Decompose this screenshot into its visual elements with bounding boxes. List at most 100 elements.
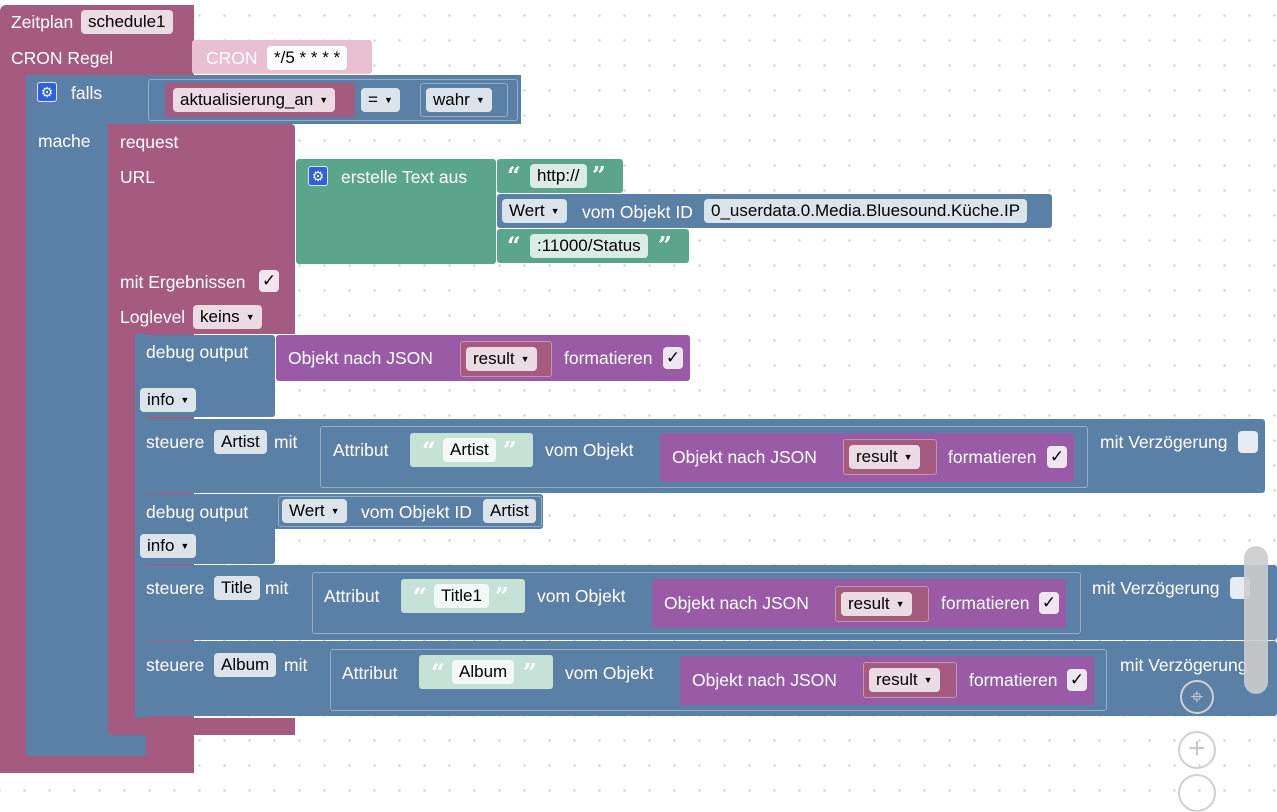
result-variable: result	[856, 447, 898, 466]
control-with-label: mit	[274, 432, 298, 452]
schedule-name-field[interactable]: schedule1	[81, 10, 173, 34]
chevron-down-icon: ▼	[383, 95, 393, 105]
format-label: formatieren	[564, 348, 653, 368]
quote-close-icon: ”	[658, 231, 672, 260]
from-object-label: vom Objekt	[545, 440, 634, 460]
value-type-dropdown[interactable]: Wert ▼	[282, 499, 347, 523]
quote-close-icon: ”	[592, 161, 606, 190]
control-target-field[interactable]: Album	[214, 653, 277, 677]
attribute-label: Attribut	[333, 440, 389, 460]
chevron-down-icon: ▼	[475, 95, 485, 105]
chevron-down-icon: ▼	[903, 452, 913, 462]
control-label: steuere	[146, 578, 205, 598]
format-label: formatieren	[941, 593, 1030, 613]
debug-output-label: debug output	[146, 342, 249, 362]
format-checkbox[interactable]: ✓	[1047, 446, 1067, 468]
format-label: formatieren	[969, 670, 1058, 690]
schedule-block-cron-row	[0, 40, 194, 76]
recenter-icon[interactable]: ⌖	[1180, 680, 1214, 714]
loglevel-dropdown[interactable]: keins ▼	[193, 305, 262, 329]
vertical-scrollbar[interactable]	[1244, 546, 1268, 694]
debug-level-dropdown[interactable]: info▼	[140, 534, 197, 558]
value-type-dropdown[interactable]: Wert ▼	[502, 199, 567, 223]
from-object-id-label: vom Objekt ID	[361, 502, 472, 522]
attribute-value-field[interactable]: Title1	[434, 584, 489, 608]
result-dropdown[interactable]: result ▼	[466, 347, 537, 371]
loglevel-label: Loglevel	[120, 307, 186, 327]
result-dropdown[interactable]: result ▼	[849, 445, 920, 469]
chevron-down-icon: ▼	[520, 354, 530, 364]
json-label: Objekt nach JSON	[672, 447, 817, 467]
object-id-field[interactable]: 0_userdata.0.Media.Bluesound.Küche.IP	[704, 199, 1028, 223]
chevron-down-icon: ▼	[330, 506, 340, 516]
schedule-title: Zeitplan	[11, 12, 74, 32]
from-object-label: vom Objekt	[537, 586, 626, 606]
control-with-label: mit	[284, 655, 308, 675]
format-checkbox[interactable]: ✓	[663, 347, 683, 369]
quote-open-icon: “	[431, 658, 445, 687]
format-label: formatieren	[948, 447, 1037, 467]
result-variable: result	[876, 670, 918, 689]
format-checkbox[interactable]: ✓	[1067, 669, 1087, 691]
loglevel-value: keins	[200, 307, 240, 326]
gear-icon[interactable]: ⚙	[308, 166, 328, 186]
quote-open-icon: “	[413, 582, 427, 611]
zoom-in-icon[interactable]: +	[1178, 731, 1216, 769]
cron-value-field[interactable]: */5 * * * *	[267, 46, 348, 70]
from-object-id-label: vom Objekt ID	[582, 202, 693, 222]
gear-icon[interactable]: ⚙	[37, 82, 57, 102]
chevron-down-icon: ▼	[180, 541, 190, 551]
request-block-footer	[108, 718, 295, 735]
quote-open-icon: “	[507, 231, 521, 260]
operator-value: =	[368, 90, 378, 109]
with-results-checkbox[interactable]: ✓	[259, 270, 279, 292]
cron-block-label: CRON	[206, 48, 258, 68]
request-block[interactable]	[108, 124, 295, 334]
if-label: falls	[71, 83, 103, 103]
value-type: Wert	[509, 201, 545, 220]
control-target-field[interactable]: Artist	[214, 430, 267, 454]
chevron-down-icon: ▼	[319, 95, 329, 105]
quote-close-icon: ”	[523, 658, 537, 687]
chevron-down-icon: ▼	[245, 312, 255, 322]
result-variable: result	[473, 349, 515, 368]
text-join-label: erstelle Text aus	[341, 167, 468, 187]
delay-checkbox[interactable]	[1238, 431, 1258, 453]
zoom-out-icon[interactable]	[1178, 774, 1216, 812]
quote-open-icon: “	[422, 436, 436, 465]
result-dropdown[interactable]: result ▼	[841, 592, 912, 616]
schedule-block-footer	[0, 758, 194, 773]
from-object-label: vom Objekt	[565, 663, 654, 683]
boolean-dropdown[interactable]: wahr▼	[426, 88, 492, 112]
debug-level-dropdown[interactable]: info▼	[140, 388, 197, 412]
cron-rule-label: CRON Regel	[11, 48, 114, 68]
operator-dropdown[interactable]: =▼	[361, 88, 400, 112]
request-block-body	[108, 124, 135, 734]
result-dropdown[interactable]: result ▼	[869, 668, 940, 692]
attribute-value-field[interactable]: Album	[452, 660, 515, 684]
control-label: steuere	[146, 432, 205, 452]
chevron-down-icon: ▼	[923, 675, 933, 685]
result-variable: result	[848, 594, 890, 613]
control-target-field[interactable]: Title	[214, 576, 260, 600]
object-id-field[interactable]: Artist	[483, 499, 536, 523]
chevron-down-icon: ▼	[895, 599, 905, 609]
control-with-label: mit	[265, 578, 289, 598]
text-join-block[interactable]	[296, 159, 496, 264]
request-title: request	[120, 132, 179, 152]
attribute-value-field[interactable]: Artist	[443, 438, 496, 462]
chevron-down-icon: ▼	[180, 395, 190, 405]
with-results-label: mit Ergebnissen	[120, 272, 246, 292]
chevron-down-icon: ▼	[550, 206, 560, 216]
do-label: mache	[38, 131, 91, 151]
variable-dropdown[interactable]: aktualisierung_an▼	[173, 88, 336, 112]
quote-close-icon: ”	[503, 436, 517, 465]
json-label: Objekt nach JSON	[692, 670, 837, 690]
text-2-field[interactable]: :11000/Status	[530, 234, 648, 258]
quote-open-icon: “	[507, 161, 521, 190]
text-1-field[interactable]: http://	[530, 164, 587, 188]
format-checkbox[interactable]: ✓	[1039, 592, 1059, 614]
delay-label: mit Verzögerung	[1120, 655, 1248, 675]
value-type: Wert	[289, 501, 325, 520]
debug-output-label: debug output	[146, 502, 249, 522]
